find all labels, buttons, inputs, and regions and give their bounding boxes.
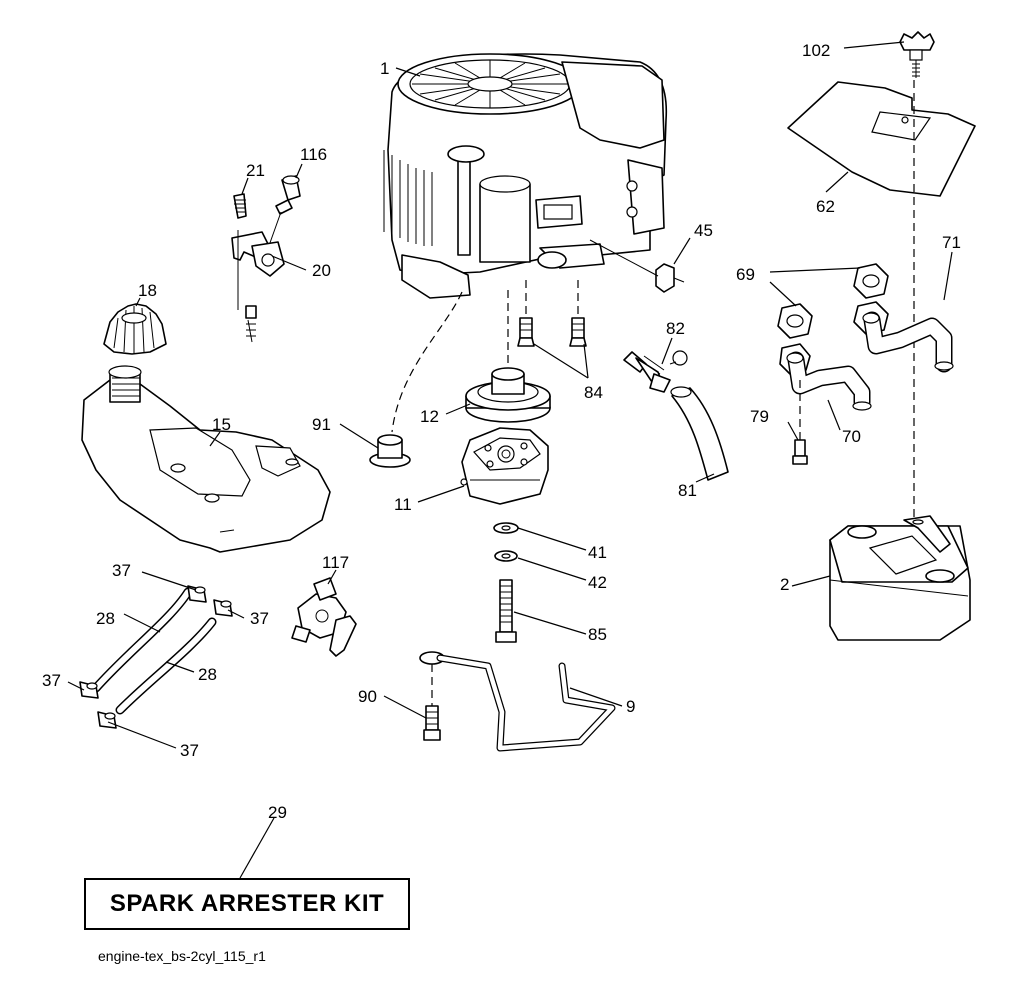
fuel-lines bbox=[91, 587, 217, 715]
callout-91: 91 bbox=[312, 415, 331, 434]
callout-71: 71 bbox=[942, 233, 961, 252]
exhaust-pipe-right bbox=[853, 301, 954, 373]
callout-85: 85 bbox=[588, 625, 607, 644]
throttle-rod bbox=[419, 651, 616, 752]
callout-15: 15 bbox=[212, 415, 231, 434]
cover-knob bbox=[899, 31, 935, 78]
callout-1: 1 bbox=[380, 59, 389, 78]
callout-28-top: 28 bbox=[96, 609, 115, 628]
callout-42: 42 bbox=[588, 573, 607, 592]
heat-shield-plate bbox=[787, 81, 976, 197]
hex-nut bbox=[589, 239, 685, 293]
drawing-file-id: engine-tex_bs-2cyl_115_r1 bbox=[98, 948, 266, 964]
mount-bolts bbox=[517, 280, 587, 347]
callout-90: 90 bbox=[358, 687, 377, 706]
callout-21: 21 bbox=[246, 161, 265, 180]
callout-28-bottom: 28 bbox=[198, 665, 217, 684]
exhaust-pipe-left bbox=[779, 343, 872, 411]
callout-37-top: 37 bbox=[112, 561, 131, 580]
callout-18: 18 bbox=[138, 281, 157, 300]
callout-84: 84 bbox=[584, 383, 603, 402]
rod-bolt bbox=[423, 664, 441, 741]
spark-arrester-kit-label: SPARK ARRESTER KIT bbox=[84, 878, 410, 930]
callout-9: 9 bbox=[626, 697, 635, 716]
exhaust-bolt bbox=[792, 380, 808, 465]
callout-102: 102 bbox=[802, 41, 830, 60]
callout-29: 29 bbox=[268, 803, 287, 822]
engine bbox=[383, 53, 668, 299]
callout-117: 117 bbox=[322, 553, 349, 572]
muffler bbox=[829, 515, 971, 641]
hose-clamps bbox=[79, 585, 233, 729]
callout-45: 45 bbox=[694, 221, 713, 240]
throttle-control bbox=[231, 175, 301, 343]
grommet bbox=[369, 291, 463, 468]
callout-37-right: 37 bbox=[250, 609, 269, 628]
callout-37-bottom: 37 bbox=[180, 741, 199, 760]
fuel-tank bbox=[81, 365, 331, 553]
fuel-hose bbox=[670, 386, 729, 481]
callout-12: 12 bbox=[420, 407, 439, 426]
callout-70: 70 bbox=[842, 427, 861, 446]
callout-62: 62 bbox=[816, 197, 835, 216]
exhaust-gaskets bbox=[777, 263, 889, 339]
fuel-filter bbox=[623, 350, 688, 393]
callout-69: 69 bbox=[736, 265, 755, 284]
callout-82: 82 bbox=[666, 319, 685, 338]
callout-37-left: 37 bbox=[42, 671, 61, 690]
callout-79: 79 bbox=[750, 407, 769, 426]
callout-116: 116 bbox=[300, 145, 327, 164]
callout-11: 11 bbox=[394, 495, 412, 514]
callout-2: 2 bbox=[780, 575, 789, 594]
callout-41: 41 bbox=[588, 543, 607, 562]
callout-20: 20 bbox=[312, 261, 331, 280]
callout-81: 81 bbox=[678, 481, 697, 500]
fuel-cap bbox=[103, 303, 167, 355]
fuel-shutoff-valve bbox=[291, 577, 357, 657]
callout-labels: 1 102 116 21 20 18 15 62 45 71 69 82 84 … bbox=[42, 41, 961, 822]
leader-lines bbox=[67, 41, 953, 879]
clutch-hardware bbox=[493, 522, 519, 643]
pto-clutch bbox=[460, 427, 549, 505]
pulley bbox=[465, 290, 551, 423]
